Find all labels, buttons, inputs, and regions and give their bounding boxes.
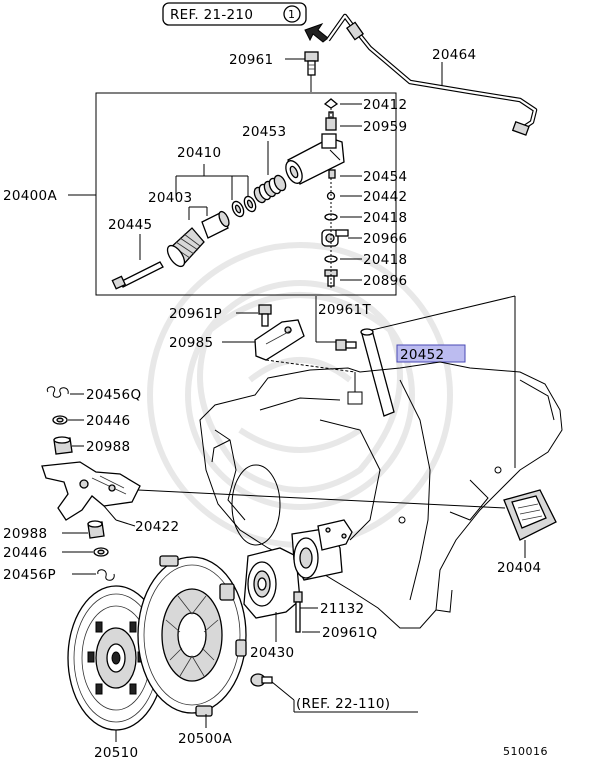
ref-top-circle-number: 1 (288, 8, 296, 21)
label-20961P: 20961P (169, 306, 222, 322)
release-bearing-20430 (243, 547, 301, 619)
dust-boot-20404 (503, 489, 557, 541)
bolt-20961P (258, 304, 272, 327)
ref-top-box[interactable]: REF. 21-210 1 (162, 2, 307, 26)
release-cylinder-body (285, 133, 345, 185)
piston-seals (201, 195, 257, 239)
label-20446-b: 20446 (3, 545, 47, 561)
ref-bottom-label[interactable]: (REF. 22-110) (296, 696, 390, 712)
ref-arrow-icon (304, 23, 329, 43)
label-20452[interactable]: 20452 (400, 347, 444, 363)
bearing-guide-21132 (291, 519, 353, 581)
spring-20456Q (46, 386, 69, 398)
spring-20456P (97, 569, 115, 581)
label-20959: 20959 (363, 119, 407, 135)
label-20988-a: 20988 (86, 439, 130, 455)
clutch-pipe (326, 13, 538, 136)
label-20464: 20464 (432, 47, 476, 63)
label-20961T: 20961T (318, 302, 371, 318)
label-20418-b: 20418 (363, 252, 407, 268)
label-20446-a: 20446 (86, 413, 130, 429)
clip-20446-b (93, 547, 109, 557)
label-20966: 20966 (363, 231, 407, 247)
label-20453: 20453 (242, 124, 286, 140)
label-20961Q: 20961Q (322, 625, 377, 641)
label-21132: 21132 (320, 601, 364, 617)
label-20456P: 20456P (3, 567, 56, 583)
pressure-plate-20500A (137, 555, 247, 717)
label-20510: 20510 (94, 745, 138, 761)
label-20418-a: 20418 (363, 210, 407, 226)
clip-20446-a (52, 415, 68, 425)
pilot-bolt (250, 673, 273, 687)
watermark-logo (147, 242, 453, 548)
label-20403: 20403 (148, 190, 192, 206)
label-20961: 20961 (229, 52, 273, 68)
label-20442: 20442 (363, 189, 407, 205)
label-20896: 20896 (363, 273, 407, 289)
label-20985: 20985 (169, 335, 213, 351)
label-20454: 20454 (363, 169, 407, 185)
label-20410: 20410 (177, 145, 221, 161)
label-20412: 20412 (363, 97, 407, 113)
diagram-id: 510016 (503, 745, 548, 758)
fork-shaft-20452 (360, 328, 395, 417)
bracket-20985 (254, 319, 305, 361)
bolt-20961T (335, 339, 357, 351)
assembly-box-20400A (95, 92, 397, 296)
label-20445: 20445 (108, 217, 152, 233)
bolt-20961Q (293, 591, 303, 633)
label-20500A: 20500A (178, 731, 232, 747)
release-fork-20422 (41, 461, 141, 521)
ref-top-label: REF. 21-210 (170, 7, 253, 23)
label-20400A: 20400A (3, 188, 57, 204)
label-20988-b: 20988 (3, 526, 47, 542)
spring-20453 (253, 174, 287, 204)
boot-and-pushrod (111, 227, 205, 290)
bushing-20988-a (53, 436, 73, 455)
label-20404: 20404 (497, 560, 541, 576)
label-20422: 20422 (135, 519, 179, 535)
bolt-20961 (304, 51, 319, 76)
highlight-20452[interactable] (396, 344, 466, 363)
label-20430: 20430 (250, 645, 294, 661)
label-20456Q: 20456Q (86, 387, 141, 403)
bushing-20988-b (87, 520, 105, 539)
